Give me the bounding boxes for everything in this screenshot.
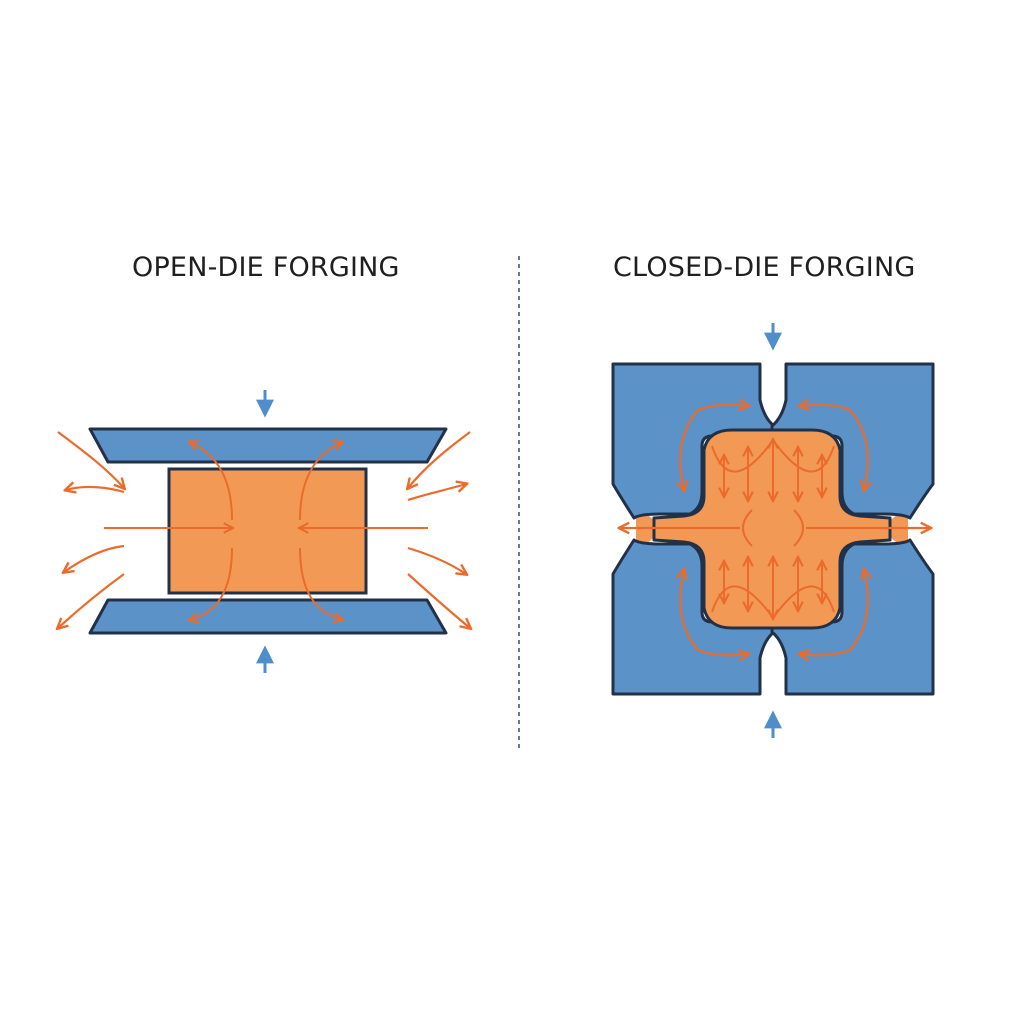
material-flow-arrow-icon: [408, 431, 470, 628]
material-flow-arrow-icon: [680, 405, 868, 656]
closed-die-title: CLOSED-DIE FORGING: [613, 252, 916, 283]
closed-die-panel: [611, 323, 935, 738]
lower-die: [88, 598, 448, 635]
workpiece: [167, 467, 368, 595]
material-flow-arrow-icon: [58, 431, 124, 628]
open-die-panel: [58, 390, 470, 673]
upper-die: [88, 427, 448, 464]
open-die-title: OPEN-DIE FORGING: [132, 252, 400, 283]
material-flow-arrow-icon: [104, 442, 428, 620]
